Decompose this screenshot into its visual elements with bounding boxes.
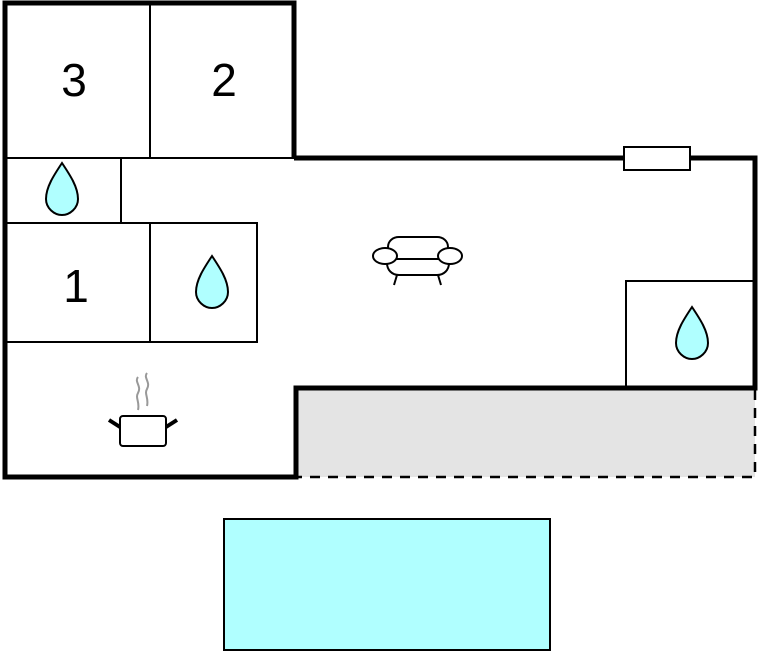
water-drop-icon <box>674 305 710 361</box>
terrace <box>296 390 755 477</box>
sofa-icon <box>372 236 463 286</box>
exterior-walls <box>2 0 758 480</box>
interior-walls <box>5 3 755 388</box>
swimming-pool <box>223 518 551 651</box>
water-drop-icon <box>44 161 80 217</box>
room-label-1: 1 <box>63 260 89 312</box>
room-label-2: 2 <box>211 54 237 106</box>
radiator-icon <box>623 146 691 171</box>
water-drop-icon <box>194 254 230 310</box>
room-label-3: 3 <box>61 54 87 106</box>
cooking-pot-icon <box>107 372 179 447</box>
